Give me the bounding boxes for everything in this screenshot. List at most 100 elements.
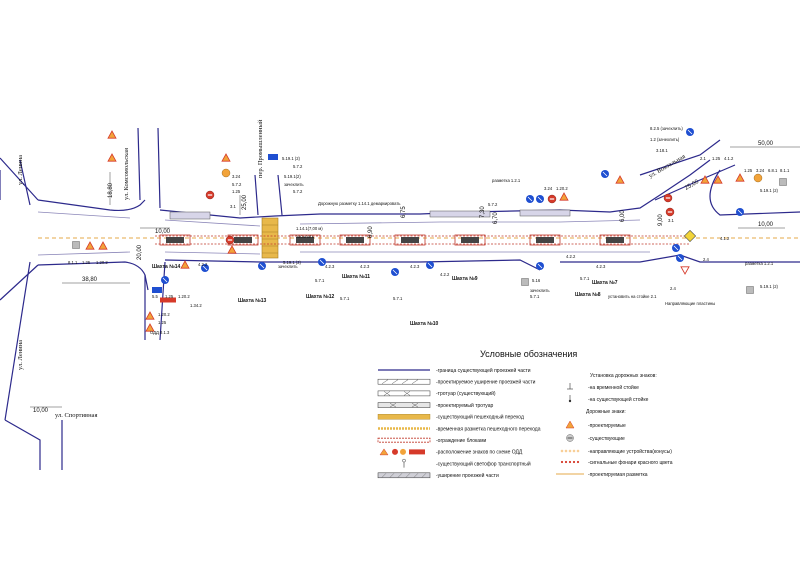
work-zone-fence: [339, 234, 371, 246]
sign-code-label: 4.1.2: [720, 236, 730, 241]
warning-sign-icon: [221, 153, 231, 162]
warning-sign-icon: [145, 323, 155, 332]
work-zone: Шахта №8: [529, 234, 601, 298]
dim-6-00: 6,00: [620, 210, 626, 222]
work-zone-label: Шахта №13: [238, 298, 267, 304]
warning-sign-icon: [713, 175, 723, 184]
legend-symbol: [402, 458, 406, 468]
legend-symbol: [560, 460, 580, 464]
street-komsomolskaya: ул. Комсомольская: [123, 148, 130, 200]
work-zone-label: Шахта №12: [306, 294, 335, 300]
sign-arrow: [527, 196, 533, 202]
work-zone-fence: [159, 234, 191, 246]
note-zachekhlit-2: зачехлить: [278, 264, 298, 269]
legend-symbol: [379, 448, 425, 456]
legend-title: Условные обозначения: [480, 349, 577, 359]
work-zone: Шахта №11: [339, 234, 371, 280]
promyshlenny-lane: [254, 174, 283, 216]
sign-arrow: [737, 209, 743, 215]
legend-item-label: -проектируемый тротуар: [436, 402, 494, 409]
work-zone-fence: [529, 234, 561, 246]
sign-code-label: 3.24: [232, 174, 241, 179]
note-zachekhlit-1: зачехлить: [284, 182, 304, 187]
sign-arrow: [537, 196, 543, 202]
legend-item-label: -тротуар (существующий): [436, 390, 496, 397]
legend-symbol: [377, 437, 431, 443]
sign-code-label: 5.7.1: [340, 296, 350, 301]
legend-symbol: [567, 383, 573, 390]
legend-right-text: -на временной стойке-на существующей сто…: [586, 384, 673, 478]
work-zone-label: Шахта №8: [575, 292, 601, 298]
work-zone-shaft: [234, 237, 252, 243]
sign-code-label: 1.25: [744, 168, 753, 173]
street-vokzalnaya: ул. Вокзальная: [648, 153, 687, 180]
work-zone-shaft: [606, 237, 624, 243]
work-zone: Шахта №9: [452, 234, 486, 282]
sign-code-label: 5.19.1 (2): [760, 284, 779, 289]
sign-code-label: 1.20.2: [96, 260, 108, 265]
sign-code-label: ОДД 8.1.3: [150, 330, 170, 335]
lenina-street-west-edge: [0, 159, 31, 421]
warning-sign-icon: [107, 153, 117, 162]
existing-plate-icon: [72, 241, 80, 249]
work-zone-label: Шахта №7: [592, 280, 618, 286]
traffic-light: [683, 229, 697, 243]
sign-code-label: 3.1: [230, 204, 236, 209]
legend-item-label: -временная разметка пешеходного перехода: [436, 426, 541, 432]
legend-item-label: -направляющие устройства(конусы): [588, 448, 672, 455]
note-marking-121-a: разметка 1.2.1: [492, 178, 521, 183]
dim-10-00-a: 10,00: [155, 229, 171, 235]
sign-arrow: [602, 171, 608, 177]
sign-arrow: [392, 269, 398, 275]
work-zone-shaft: [401, 237, 419, 243]
sign-code-label: 5.19.1 (2): [282, 156, 301, 161]
note-marking-121-b: разметка 1.2.1: [745, 261, 774, 266]
legend-item-label: -на существующей стойке: [588, 396, 649, 403]
komsomolskaya-street: [137, 127, 161, 209]
sign-code-label: 4.2.3: [410, 264, 420, 269]
speed-limit-sign-icon: [221, 168, 231, 178]
note-zachekhlit-3: зачехлить: [530, 288, 550, 293]
sign-code-label: 4.1.2: [724, 156, 734, 161]
legend-item-label: Дорожные знаки:: [586, 409, 626, 415]
note-sign-12: 1.2 (зачехлить): [650, 137, 680, 142]
sign-code-label: 4.2.2: [440, 272, 450, 277]
sign-code-label: 1.20.2: [178, 294, 190, 299]
legend-symbol: [560, 449, 580, 453]
sign-code-label: 1.20.2: [158, 312, 170, 317]
legend-symbol: [565, 420, 575, 429]
sign-code-label: 5.7.1: [315, 278, 325, 283]
street-sportivnaya: ул. Спортивная: [55, 412, 97, 419]
dim-6-90: 6,90: [368, 226, 374, 238]
work-zone-fence: [454, 234, 486, 246]
work-zone-shaft: [536, 237, 554, 243]
legend-symbol: [377, 378, 431, 385]
dim-10-00-b: 10,00: [758, 222, 774, 228]
sign-code-label: 4.2.3: [360, 264, 370, 269]
warning-sign-icon: [98, 241, 108, 250]
sign-code-label: 8.1.1: [780, 168, 790, 173]
sign-code-label: 2.4: [703, 257, 709, 262]
work-zone-label: Шахта №10: [410, 321, 439, 327]
legend-item-label: -существующий пешеходный переход: [436, 414, 524, 421]
work-zone-fence: [394, 234, 426, 246]
dim-20-00: 20,00: [137, 244, 143, 260]
speed-limit-sign-icon: [753, 173, 763, 183]
info-plate-icon: [152, 287, 162, 293]
existing-plate-icon: [521, 278, 529, 286]
legend-item-label: -проектируемые: [588, 423, 626, 429]
work-zone: Шахта №7: [592, 234, 631, 286]
sign-bar: [665, 197, 671, 199]
dim-6-70: 6,70: [493, 212, 499, 224]
sign-arrow: [162, 277, 168, 283]
warning-sign-icon: [145, 311, 155, 320]
sign-code-label: 5.7.1: [530, 294, 540, 299]
sign-code-label: 5.7.2: [232, 182, 242, 187]
legend-item-label: -проектируемая разметка: [588, 472, 648, 478]
sign-code-label: 5.19.1 (2): [760, 188, 779, 193]
note-sign-825: 8.2.5 (зачехлить): [650, 126, 683, 131]
dim-6-75: 6,75: [401, 206, 407, 218]
sign-code-label: 4.2.3: [596, 264, 606, 269]
sign-bar: [667, 211, 673, 213]
